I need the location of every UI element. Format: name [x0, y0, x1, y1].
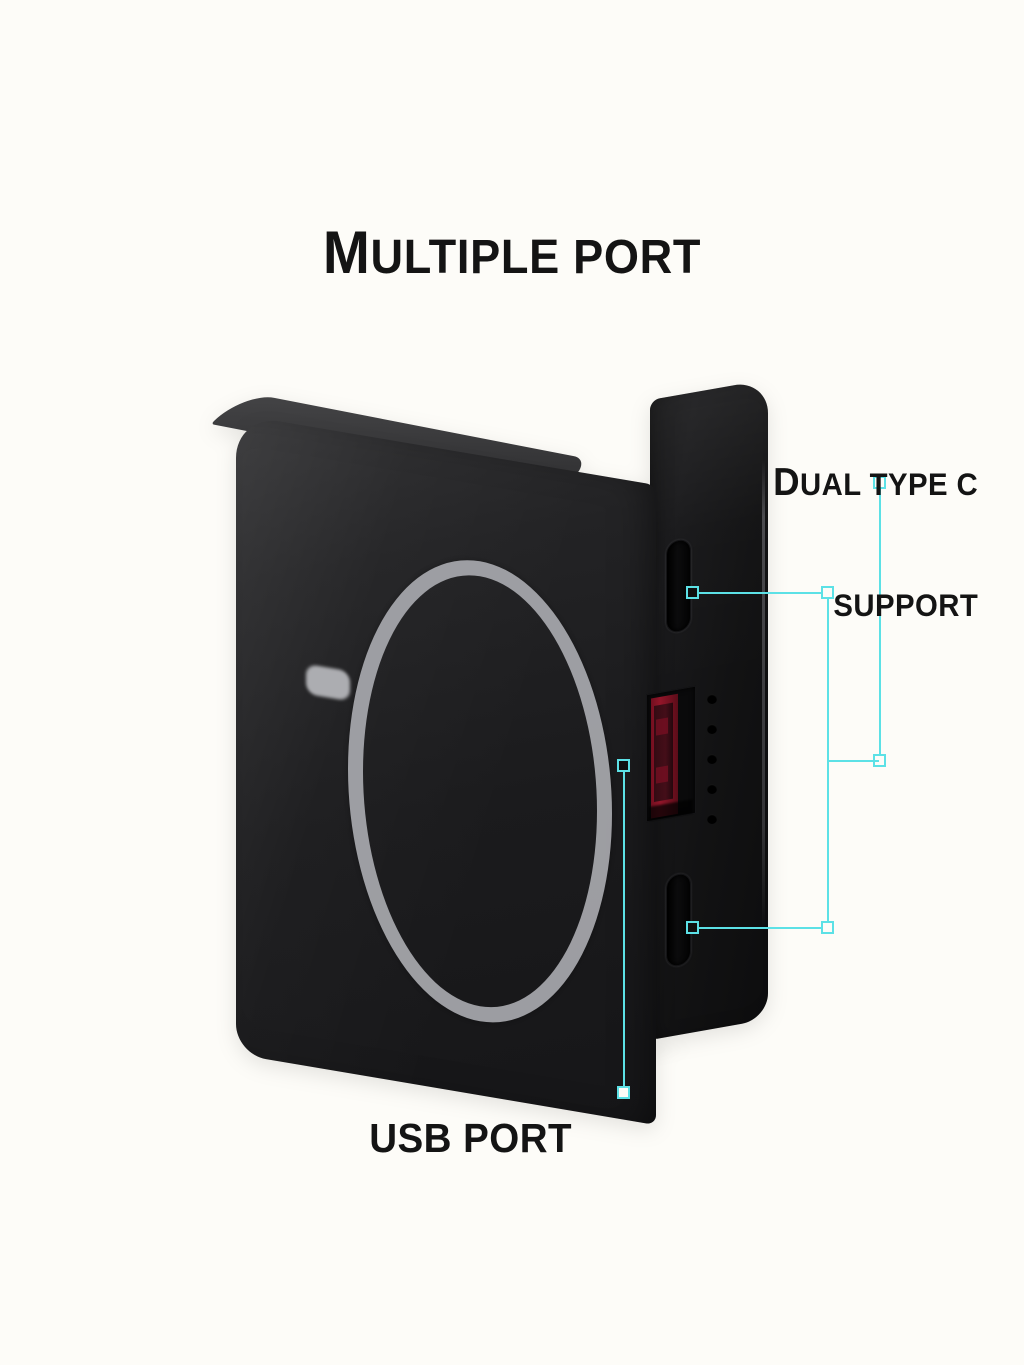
- magsafe-ring: [348, 538, 612, 1044]
- battery-led-dot-4: [707, 784, 717, 794]
- callout-usbc-bottom-leader: [699, 927, 829, 929]
- usb-a-port: [646, 685, 696, 823]
- device-edge-seam: [762, 459, 765, 931]
- callout-dualc-anchor-marker: [873, 476, 886, 489]
- callout-usba-port-marker: [617, 759, 630, 772]
- page-title: MULTIPLE PORT: [31, 222, 994, 283]
- callout-label-dual-type-c-line1-body: UAL TYPE C: [799, 467, 978, 503]
- callout-usbc-top-corner-marker: [821, 586, 834, 599]
- callout-label-dual-type-c: DUAL TYPE C SUPPORT: [773, 378, 978, 706]
- callout-label-dual-type-c-line1: DUAL TYPE C: [773, 462, 978, 504]
- usb-c-port-bottom: [666, 871, 691, 969]
- callout-usbc-top-leader: [699, 592, 829, 594]
- callout-label-usb-port: USB PORT: [31, 1115, 994, 1161]
- product-power-bank: [210, 379, 778, 1126]
- callout-usbc-bottom-port-marker: [686, 921, 699, 934]
- callout-usba-leader: [623, 772, 625, 1092]
- battery-led-dot-2: [707, 724, 717, 734]
- callout-dualc-stem: [879, 489, 881, 761]
- callout-dualc-spine: [827, 598, 829, 928]
- battery-led-dot-3: [707, 754, 717, 764]
- battery-led-dot-5: [707, 814, 717, 824]
- callout-label-usb-port-text: USB PORT: [369, 1115, 573, 1161]
- page-title-capital: M: [322, 219, 371, 286]
- callout-dualc-bridge: [827, 760, 879, 762]
- usb-a-contact-upper: [656, 717, 668, 736]
- status-led-indicator: [306, 663, 350, 702]
- usb-a-contact-lower: [656, 765, 668, 784]
- page-title-body: ULTIPLE PORT: [370, 231, 702, 284]
- callout-usba-label-marker: [617, 1086, 630, 1099]
- callout-label-dual-type-c-line2: SUPPORT: [833, 587, 978, 623]
- callout-usbc-top-port-marker: [686, 586, 699, 599]
- callout-usbc-bottom-corner-marker: [821, 921, 834, 934]
- battery-led-dot-1: [707, 694, 717, 704]
- device-front-face: [236, 414, 656, 1126]
- callout-label-dual-type-c-capital: D: [772, 461, 800, 505]
